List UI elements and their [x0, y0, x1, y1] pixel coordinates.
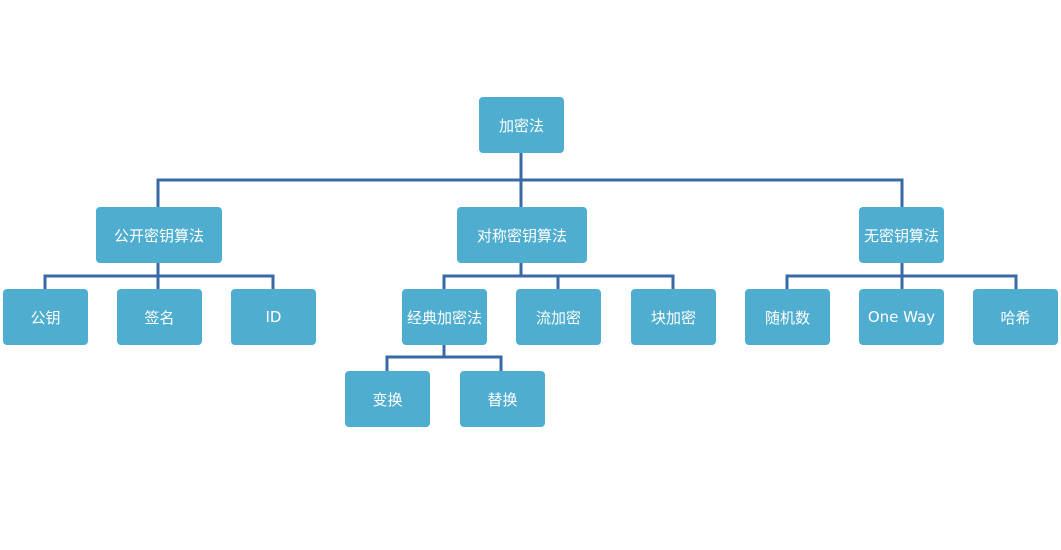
node-classical-encryption: 经典加密法 — [402, 289, 487, 345]
node-symmetric-key-algorithms: 对称密钥算法 — [457, 207, 587, 263]
node-hash: 哈希 — [973, 289, 1058, 345]
node-keyless-algorithms: 无密钥算法 — [859, 207, 944, 263]
node-transposition: 变换 — [345, 371, 430, 427]
node-block-cipher: 块加密 — [631, 289, 716, 345]
node-stream-cipher: 流加密 — [516, 289, 601, 345]
node-random-number: 随机数 — [745, 289, 830, 345]
node-one-way: One Way — [859, 289, 944, 345]
node-public-key: 公钥 — [3, 289, 88, 345]
node-substitution: 替换 — [460, 371, 545, 427]
node-public-key-algorithms: 公开密钥算法 — [96, 207, 222, 263]
node-root: 加密法 — [479, 97, 564, 153]
node-signature: 签名 — [117, 289, 202, 345]
node-id: ID — [231, 289, 316, 345]
